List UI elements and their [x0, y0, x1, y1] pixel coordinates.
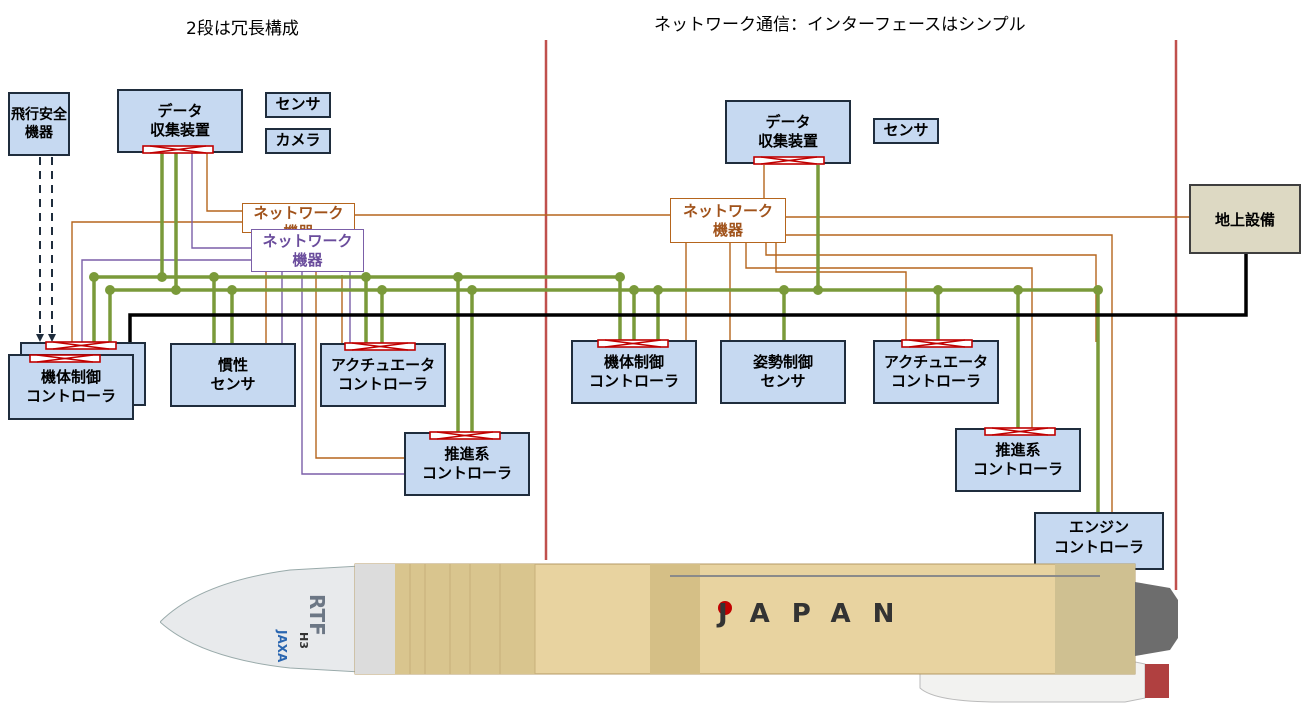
ground-equipment-label: 地上設備	[1214, 210, 1275, 229]
vehicle-control-box-right: 機体制御 コントローラ	[571, 340, 697, 404]
japan-body-text: JAPAN	[716, 599, 916, 629]
sensor-box-right: センサ	[873, 118, 939, 144]
connector-marker	[597, 339, 669, 348]
actuator-controller-label-left: アクチュエータ コントローラ	[330, 355, 436, 394]
network-device-orange-right: ネットワーク 機器	[670, 198, 786, 243]
camera-box: カメラ	[265, 128, 331, 154]
payload-fairing	[160, 565, 361, 673]
data-acquisition-label-right: データ 収集装置	[757, 112, 818, 151]
ground-link-line	[128, 254, 1248, 345]
connector-marker	[429, 431, 501, 440]
attitude-sensor-box: 姿勢制御 センサ	[720, 340, 846, 404]
inertial-sensor-box: 慣性 センサ	[170, 343, 296, 407]
japan-flag-icon	[718, 601, 732, 615]
propulsion-controller-box-left: 推進系 コントローラ	[404, 432, 530, 496]
sensor-label-left: センサ	[275, 95, 321, 114]
connector-marker	[45, 341, 117, 350]
flight-safety-label: 飛行安全 機器	[11, 106, 67, 141]
data-acquisition-box-left: データ 収集装置	[117, 89, 243, 153]
vehicle-control-box-left: 機体制御 コントローラ	[8, 354, 134, 420]
network-device-label: ネットワーク 機器	[682, 201, 773, 239]
flight-safety-dashed-link	[39, 157, 53, 336]
engine-controller-box: エンジン コントローラ	[1034, 512, 1164, 570]
network-device-label: ネットワーク 機器	[262, 231, 353, 269]
right-heading: ネットワーク通信：インターフェースはシンプル	[654, 15, 1026, 35]
orange-network-lines-left	[71, 153, 670, 459]
actuator-controller-box-right: アクチュエータ コントローラ	[873, 340, 999, 404]
propulsion-controller-label-right: 推進系 コントローラ	[972, 440, 1063, 479]
inertial-sensor-label: 慣性 センサ	[210, 355, 256, 394]
connector-marker	[344, 342, 416, 351]
sensor-box-left: センサ	[265, 92, 331, 118]
connector-marker	[142, 145, 214, 154]
data-acquisition-label-left: データ 収集装置	[149, 101, 210, 140]
vehicle-control-label-right: 機体制御 コントローラ	[588, 352, 679, 391]
camera-label: カメラ	[275, 131, 321, 150]
vehicle-control-label-left: 機体制御 コントローラ	[25, 367, 116, 406]
jaxa-logo: JAXA	[275, 629, 289, 663]
connector-marker	[29, 354, 101, 363]
green-bus-junctions	[89, 272, 1103, 295]
h3-rocket-illustration: RTF JAXA H3 JAPAN	[160, 563, 1178, 703]
data-acquisition-box-right: データ 収集装置	[725, 100, 851, 164]
actuator-controller-box-left: アクチュエータ コントローラ	[320, 343, 446, 407]
connector-marker	[984, 427, 1056, 436]
h3-model-text: H3	[297, 632, 310, 649]
fairing-text: RTF	[305, 594, 329, 636]
attitude-sensor-label: 姿勢制御 センサ	[752, 352, 813, 391]
engine-nozzle	[1135, 582, 1178, 656]
engine-controller-label: エンジン コントローラ	[1053, 518, 1144, 556]
connector-marker	[753, 156, 825, 165]
sensor-label-right: センサ	[883, 121, 929, 140]
propulsion-controller-label-left: 推進系 コントローラ	[421, 444, 512, 483]
actuator-controller-label-right: アクチュエータ コントローラ	[883, 352, 989, 391]
orange-network-lines-right	[685, 165, 1190, 518]
left-heading: 2段は冗長構成	[186, 19, 299, 39]
flight-safety-equipment-box: 飛行安全 機器	[8, 92, 70, 156]
purple-network-lines-left	[81, 153, 404, 475]
connector-marker	[901, 339, 973, 348]
ground-equipment-box: 地上設備	[1189, 184, 1301, 254]
network-device-purple-left: ネットワーク 機器	[251, 229, 364, 272]
propulsion-controller-box-right: 推進系 コントローラ	[955, 428, 1081, 492]
